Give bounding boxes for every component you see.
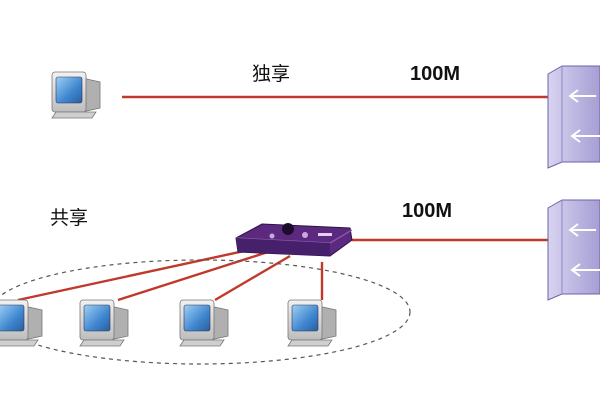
hub-icon[interactable] bbox=[235, 223, 353, 257]
links bbox=[17, 95, 556, 302]
switch-icon[interactable] bbox=[547, 65, 600, 169]
link-hub-to-pc-1 bbox=[17, 246, 259, 302]
label-speed-dedicated: 100M bbox=[410, 63, 460, 85]
computer-icon[interactable] bbox=[179, 299, 229, 347]
computer-icon[interactable] bbox=[0, 299, 43, 347]
computer-icon[interactable] bbox=[51, 71, 101, 119]
label-shared: 共享 bbox=[50, 207, 88, 229]
shared-segment-ellipse bbox=[0, 259, 411, 365]
link-hub-to-pc-3 bbox=[214, 254, 291, 302]
computer-icon[interactable] bbox=[79, 299, 129, 347]
link-hub-to-pc-2 bbox=[117, 250, 269, 302]
computer-icon[interactable] bbox=[287, 299, 337, 347]
label-speed-shared: 100M bbox=[402, 200, 452, 222]
label-dedicated: 独享 bbox=[252, 63, 290, 85]
switch-icon[interactable] bbox=[547, 199, 600, 301]
